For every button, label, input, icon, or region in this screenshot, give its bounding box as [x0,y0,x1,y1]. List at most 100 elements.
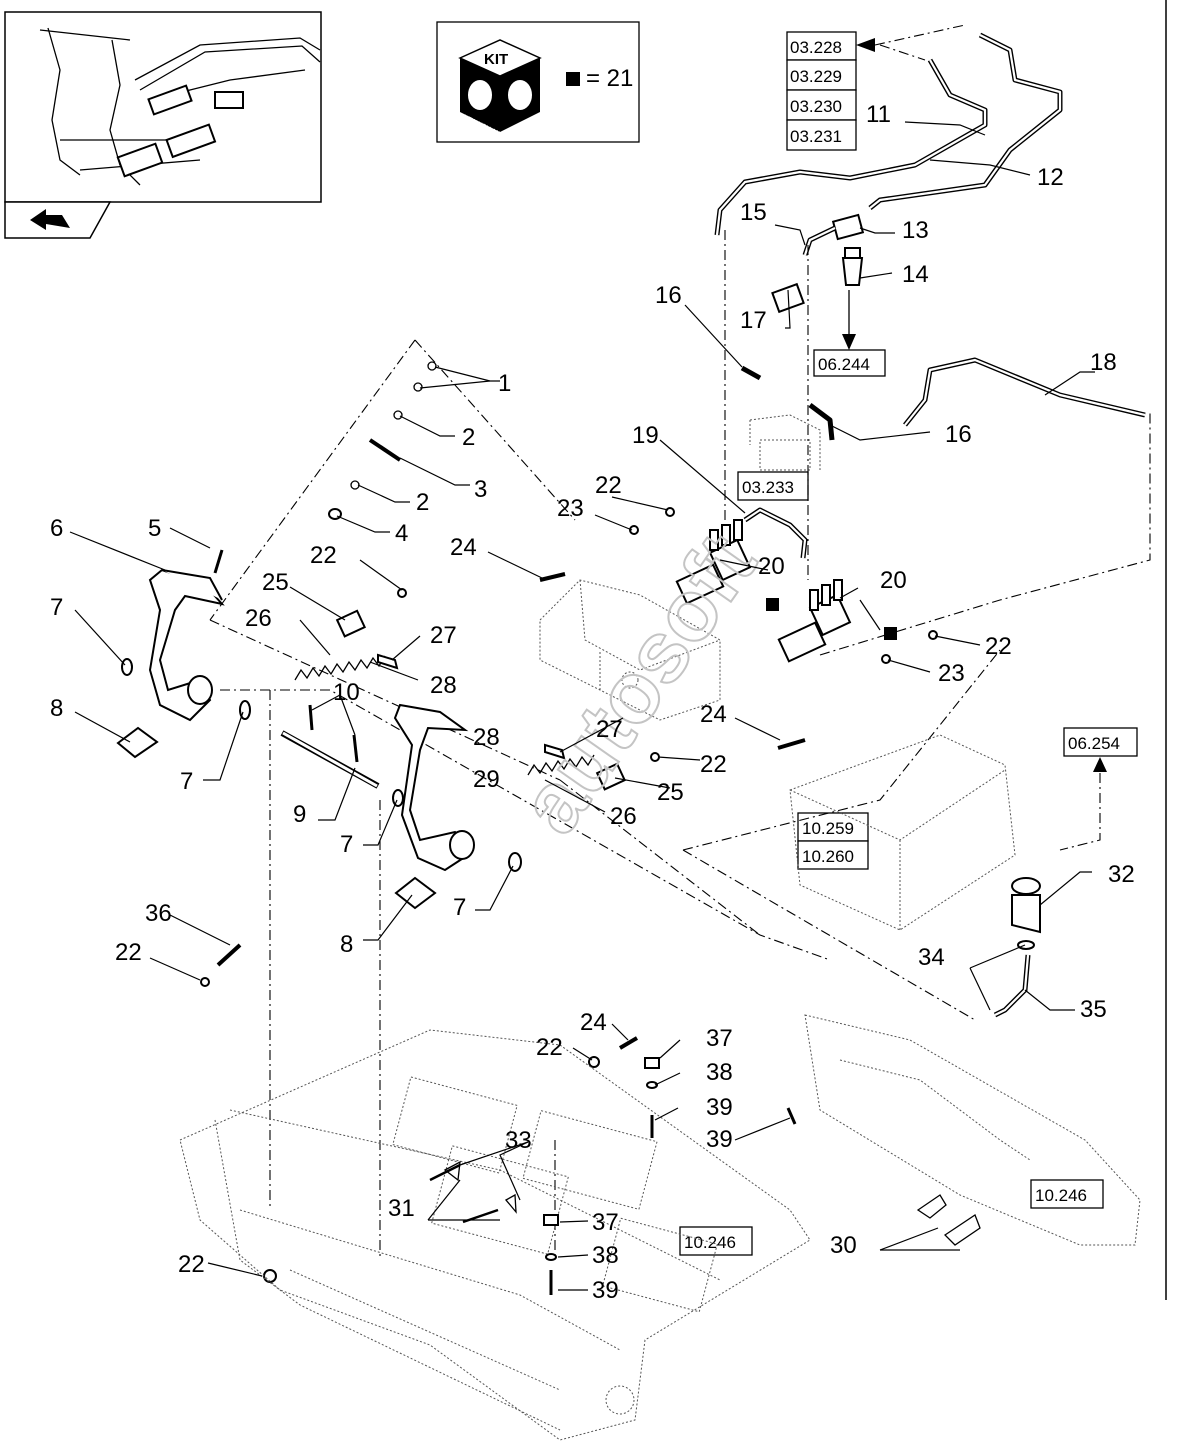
callout-23: 23 [938,660,965,687]
watermark: autosoft [501,517,774,850]
return-spring-26-upper [294,655,386,681]
ref-box-06-244[interactable]: 06.244 [813,349,886,377]
callout-2: 2 [462,424,475,451]
callout-7: 7 [180,768,193,795]
svg-text:06.244: 06.244 [818,355,870,374]
callout-7: 7 [453,894,466,921]
ref-box-10-246-b[interactable]: 10.246 [679,1226,753,1256]
callout-28: 28 [473,724,500,751]
bolt-36 [216,943,242,967]
svg-text:03.229: 03.229 [790,67,842,86]
callout-11: 11 [866,101,891,128]
callout-14: 14 [902,261,929,288]
callout-1: 1 [498,370,511,397]
callout-24: 24 [580,1009,607,1036]
callout-24: 24 [450,534,477,561]
small-hardware-1-4 [328,361,437,520]
callout-16: 16 [655,282,682,309]
ref-box-06-254[interactable]: 06.254 [1063,727,1138,757]
leader-lines [69,121,1095,1291]
callout-9: 9 [293,801,306,828]
kit-legend-value: = 21 [586,65,633,92]
callout-28: 28 [430,672,457,699]
ref-box-10-260[interactable]: 10.260 [797,840,869,870]
callout-26: 26 [610,803,637,830]
pressure-switch-tee-13 [802,213,865,256]
brake-pedal-6 [148,568,225,722]
callout-22: 22 [536,1034,563,1061]
callout-31: 31 [388,1195,415,1222]
callout-6: 6 [50,515,63,542]
callout-3: 3 [474,476,487,503]
callout-24: 24 [700,701,727,728]
side-panel [804,1014,1141,1246]
callout-37: 37 [592,1209,619,1236]
callout-25: 25 [262,569,289,596]
callout-7: 7 [50,594,63,621]
ref-box-10-259[interactable]: 10.259 [797,812,869,842]
callout-34: 34 [918,944,945,971]
fluid-reservoir-32 [1011,877,1041,950]
callout-38: 38 [706,1059,733,1086]
bulkhead-panel [789,734,1016,931]
callout-20: 20 [880,567,907,594]
brake-pipe-19 [743,507,808,559]
callout-26: 26 [245,605,272,632]
callout-19: 19 [632,422,659,449]
washer-7-c [392,789,404,807]
svg-text:03.233: 03.233 [742,478,794,497]
bracket-30-b [943,1214,981,1246]
master-cylinder-left [675,519,752,605]
callout-22: 22 [700,751,727,778]
callout-22: 22 [595,472,622,499]
ref-box-10-246-a[interactable]: 10.246 [1030,1179,1104,1209]
callout-17: 17 [740,307,767,334]
callout-10: 10 [333,679,360,706]
ref-box-03-230[interactable]: 03.230 [786,89,857,121]
callout-18: 18 [1090,349,1117,376]
fastener-37-39-upper [644,1057,660,1138]
pressure-switch-14 [841,247,864,286]
callout-22: 22 [178,1251,205,1278]
callout-13: 13 [902,217,929,244]
back-navigation-button[interactable] [4,201,112,239]
callout-39: 39 [592,1277,619,1304]
pin-27-upper [377,653,399,670]
ref-box-03-228[interactable]: 03.228 [786,31,857,61]
svg-text:03.231: 03.231 [790,127,842,146]
callout-30: 30 [830,1232,857,1259]
ref-box-03-233[interactable]: 03.233 [737,471,809,501]
overview-thumbnail[interactable] [4,11,322,203]
callout-39: 39 [706,1126,733,1153]
black-square-icon [766,598,779,611]
callout-2: 2 [416,489,429,516]
pin-27-lower [544,743,566,760]
black-square-icon [884,627,897,640]
rod-31-a [429,1163,461,1182]
svg-text:06.254: 06.254 [1068,734,1120,753]
svg-text:10.260: 10.260 [802,847,854,866]
ref-box-03-229[interactable]: 03.229 [786,59,857,91]
bolt-5 [213,549,224,574]
callout-32: 32 [1108,861,1135,888]
callout-8: 8 [340,931,353,958]
callout-36: 36 [145,900,172,927]
callout-16: 16 [945,421,972,448]
brake-pipe-18 [903,357,1146,427]
valve-block [749,414,821,471]
ref-box-03-231[interactable]: 03.231 [786,119,857,151]
callout-12: 12 [1037,164,1064,191]
callout-35: 35 [1080,996,1107,1023]
callout-labels: 1 2 2 3 4 5 6 7 7 7 7 8 8 9 10 11 12 13 … [50,101,1135,1304]
callout-25: 25 [657,779,684,806]
back-arrow-icon[interactable] [30,209,70,230]
callout-22: 22 [115,939,142,966]
bolt-24-floor [618,1036,639,1050]
clevis-25-lower [595,762,627,791]
callout-33: 33 [505,1127,532,1154]
pedal-pad-8-right [394,876,437,910]
callout-27: 27 [430,622,457,649]
clevis-25-upper [335,609,367,638]
fastener-37-39-lower [543,1214,559,1295]
